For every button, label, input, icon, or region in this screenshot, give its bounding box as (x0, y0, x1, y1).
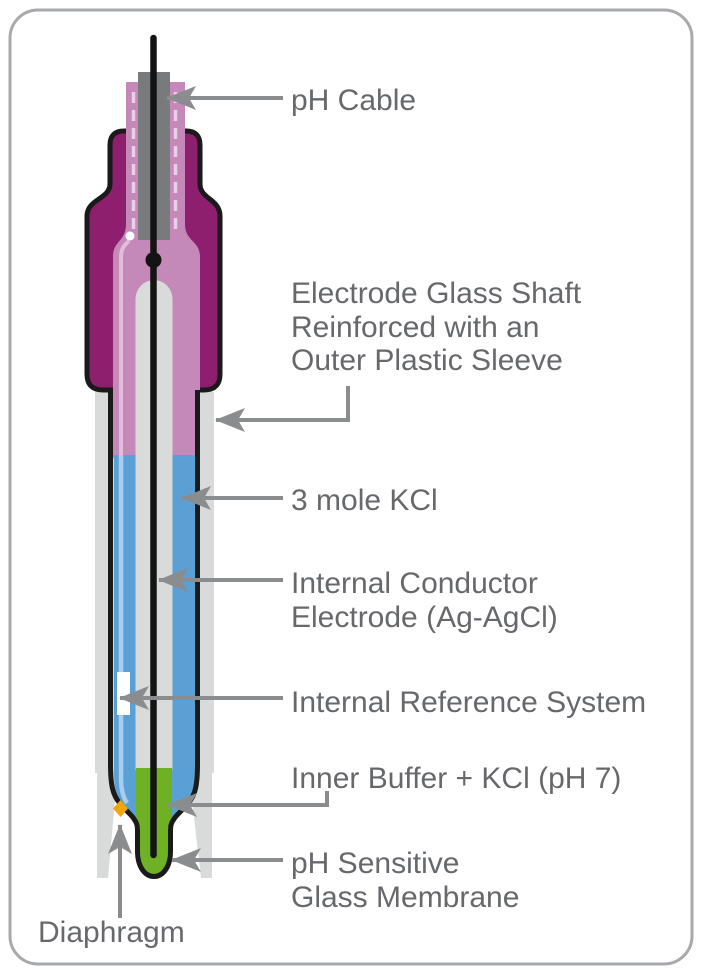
label-kcl: 3 mole KCl (291, 484, 438, 517)
pink-highlight-stripe (119, 239, 131, 455)
sleeve-right-leg (192, 772, 212, 878)
label-reference: Internal Reference System (291, 686, 646, 719)
arrow-buffer (167, 791, 329, 817)
arrow-outer-sleeve (215, 386, 350, 432)
label-membrane-line2: Glass Membrane (291, 881, 519, 914)
label-shaft-line2: Reinforced with an (291, 311, 539, 344)
label-ph-cable: pH Cable (291, 84, 416, 117)
diaphragm-marker (113, 800, 128, 817)
label-membrane-line1: pH Sensitive (291, 847, 459, 880)
label-shaft-line1: Electrode Glass Shaft (291, 277, 582, 310)
label-buffer: Inner Buffer + KCl (pH 7) (291, 762, 621, 795)
label-shaft-line3: Outer Plastic Sleeve (291, 344, 563, 377)
page-frame-border (8, 8, 694, 966)
label-conductor-line2: Electrode (Ag-AgCl) (291, 601, 558, 634)
wire-junction-dot (145, 252, 162, 268)
highlight-dot (125, 231, 135, 241)
blue-highlight-stripe (118, 455, 129, 805)
sleeve-left-leg (97, 772, 116, 878)
label-conductor-line1: Internal Conductor (291, 567, 538, 600)
internal-reference-element (117, 672, 130, 715)
label-diaphragm: Diaphragm (38, 916, 185, 949)
